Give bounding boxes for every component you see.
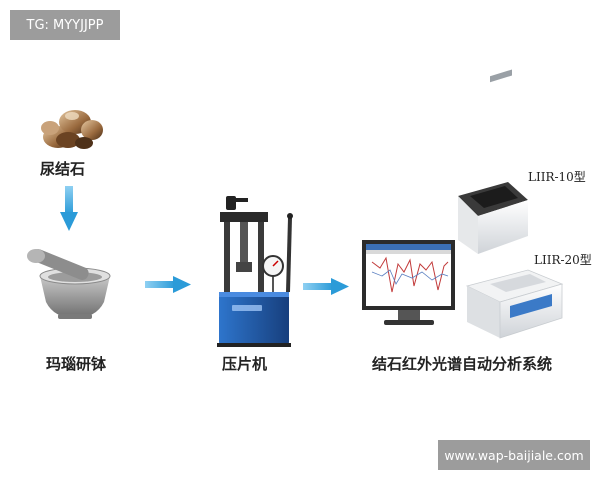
kidney-stone-image — [41, 110, 103, 149]
watermark-tag-tg: TG: MYYJJPP — [10, 10, 120, 40]
arrow-right-icon — [145, 276, 191, 293]
watermark-tag-website: www.wap-baijiale.com — [438, 440, 590, 470]
mortar-pestle-image — [27, 249, 111, 319]
label-analysis-system: 结石红外光谱自动分析系统 — [372, 355, 553, 373]
label-kidney-stone: 尿结石 — [40, 160, 86, 178]
monitor-spectrum-image — [362, 240, 455, 325]
label-model-liir-20: LIIR-20型 — [534, 253, 592, 267]
label-tablet-press: 压片机 — [222, 355, 268, 373]
liir-20-instrument-image — [465, 269, 564, 339]
tablet-press-image — [217, 196, 293, 347]
label-model-liir-10: LIIR-10型 — [528, 170, 586, 184]
arrow-right-icon-2 — [303, 278, 349, 295]
liir-10-instrument-image — [458, 69, 528, 254]
label-agate-mortar: 玛瑙研钵 — [46, 355, 107, 373]
arrow-down-icon — [60, 186, 78, 231]
